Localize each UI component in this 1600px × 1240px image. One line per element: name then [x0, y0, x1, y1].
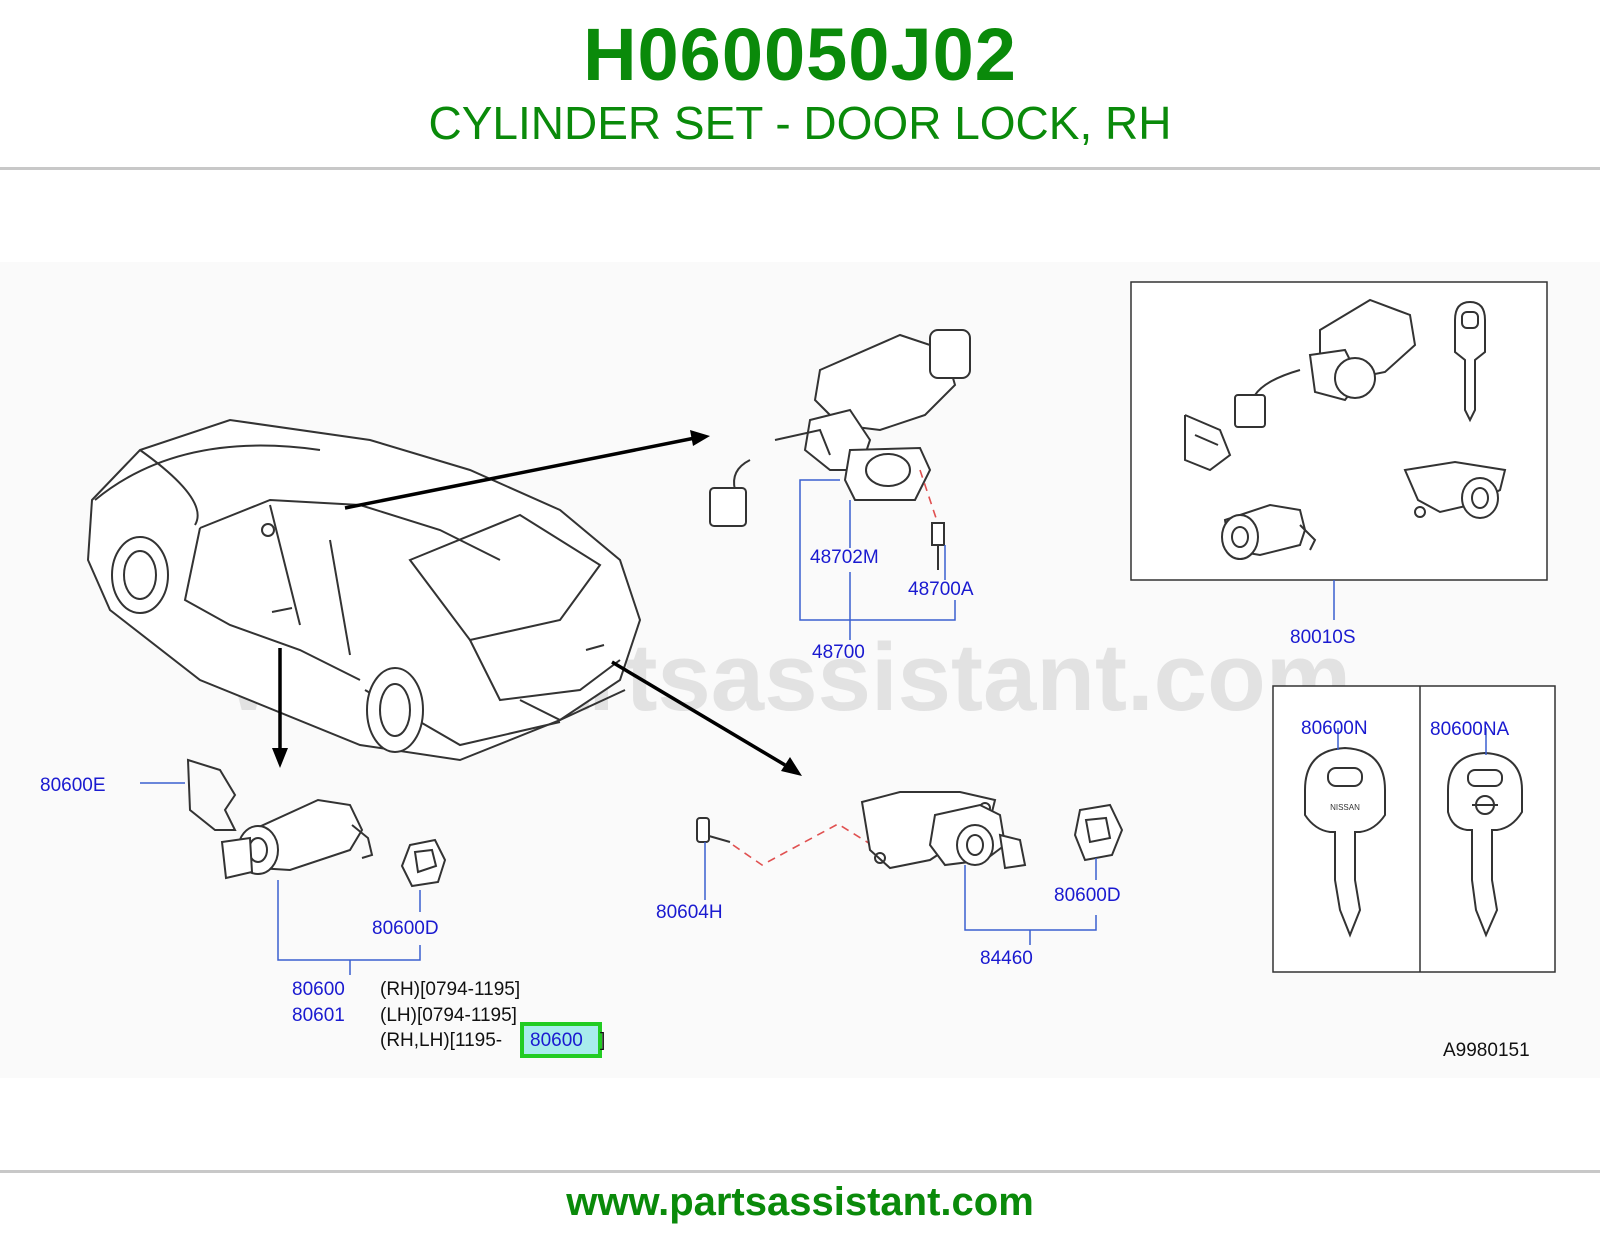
note-rhlh-date: (RH,LH)[1195- [380, 1030, 502, 1051]
note-lh-date: (LH)[0794-1195] [380, 1005, 517, 1026]
leaders-80600 [140, 782, 421, 975]
label-80600N: 80600N [1301, 718, 1368, 739]
footer-divider [0, 1170, 1600, 1173]
label-48700A: 48700A [908, 579, 974, 600]
label-80600D-left: 80600D [372, 918, 439, 939]
header-divider [0, 167, 1600, 170]
ignition-switch-assembly [709, 329, 971, 570]
key-80600NA [1447, 751, 1523, 938]
leaders-48700 [799, 479, 956, 640]
note-bracket-close: ] [600, 1030, 605, 1051]
trunk-lock-cylinder [696, 791, 1124, 870]
label-84460: 84460 [980, 948, 1033, 969]
part-description-title: CYLINDER SET - DOOR LOCK, RH [428, 97, 1172, 149]
callout-arrows [272, 430, 802, 776]
label-80601[interactable]: 80601 [292, 1005, 345, 1026]
label-48702M: 48702M [810, 547, 879, 568]
leaders-84460 [704, 842, 1097, 945]
kit-80010S-contents [1184, 298, 1507, 560]
label-80010S: 80010S [1290, 627, 1356, 648]
footer-url[interactable]: www.partsassistant.com [566, 1180, 1034, 1224]
reference-code: A9980151 [1443, 1040, 1530, 1061]
highlight-box[interactable] [520, 1022, 602, 1058]
key-80600N: NISSAN [1304, 746, 1386, 938]
key-brand-text: NISSAN [1330, 803, 1360, 812]
vehicle-illustration [86, 418, 642, 762]
note-rh-date: (RH)[0794-1195] [380, 979, 520, 1000]
label-80600E: 80600E [40, 775, 106, 796]
door-lock-cylinder-left [186, 758, 447, 888]
label-48700: 48700 [812, 642, 865, 663]
label-80600NA: 80600NA [1430, 719, 1510, 740]
part-number-title: H060050J02 [583, 13, 1017, 96]
label-80600D-right: 80600D [1054, 885, 1121, 906]
label-80600[interactable]: 80600 [292, 979, 345, 1000]
label-80604H: 80604H [656, 902, 723, 923]
highlight-part-number[interactable]: 80600 [530, 1030, 583, 1051]
